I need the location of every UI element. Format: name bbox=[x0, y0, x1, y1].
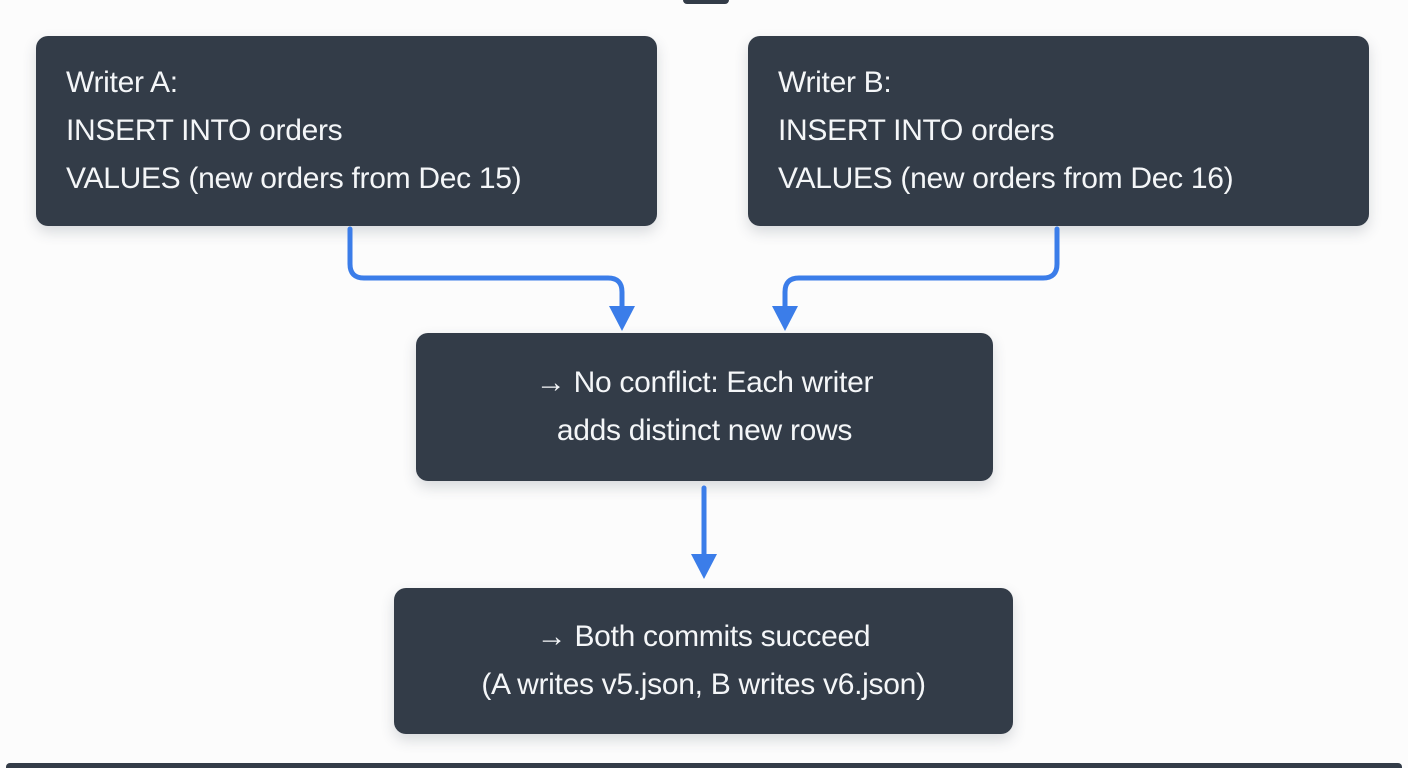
cropped-box-top-sliver bbox=[683, 0, 729, 4]
node-writer-b-line-3: VALUES (new orders from Dec 16) bbox=[778, 162, 1234, 195]
node-writer-b-line-2: INSERT INTO orders bbox=[778, 114, 1055, 147]
node-writer-b-line-1: Writer B: bbox=[778, 66, 892, 99]
connector-writer-a-to-no-conflict bbox=[347, 226, 625, 311]
node-writer-b: Writer B: INSERT INTO orders VALUES (new… bbox=[748, 36, 1369, 226]
node-no-conflict-line-1: → No conflict: Each writer bbox=[535, 366, 874, 399]
cropped-box-bottom-sliver bbox=[6, 763, 1402, 768]
node-result: → Both commits succeed (A writes v5.json… bbox=[394, 588, 1013, 734]
node-writer-a-line-3: VALUES (new orders from Dec 15) bbox=[66, 162, 522, 195]
node-no-conflict-line-2: adds distinct new rows bbox=[556, 414, 853, 447]
node-no-conflict: → No conflict: Each writer adds distinct… bbox=[416, 333, 993, 481]
node-writer-a: Writer A: INSERT INTO orders VALUES (new… bbox=[36, 36, 657, 226]
node-writer-a-line-2: INSERT INTO orders bbox=[66, 114, 343, 147]
node-result-line-1: → Both commits succeed bbox=[536, 620, 871, 653]
arrowhead-no-conflict-to-result bbox=[691, 554, 717, 579]
arrowhead-writer-a-to-no-conflict bbox=[609, 306, 635, 331]
node-result-line-2: (A writes v5.json, B writes v6.json) bbox=[481, 668, 926, 701]
connector-writer-b-to-no-conflict bbox=[782, 226, 1060, 311]
arrowhead-writer-b-to-no-conflict bbox=[772, 306, 798, 331]
node-writer-a-line-1: Writer A: bbox=[66, 66, 178, 99]
